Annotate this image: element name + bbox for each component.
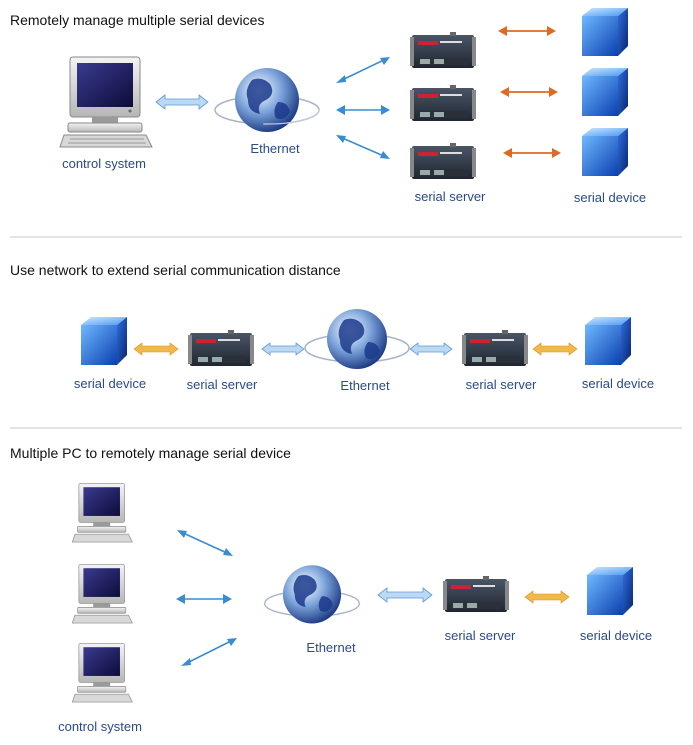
ethernet-label: Ethernet	[340, 378, 390, 393]
double-arrow-icon	[155, 94, 209, 110]
serial-server-left-label: serial server	[186, 377, 258, 392]
computer-icon	[71, 482, 133, 544]
globe-icon	[212, 62, 322, 152]
yellow-arrow-icon	[532, 342, 578, 356]
arrow-up-right-icon	[181, 636, 237, 668]
double-arrow-icon	[261, 342, 305, 356]
double-arrow-icon	[377, 587, 433, 603]
section-1-title: Remotely manage multiple serial devices	[10, 12, 265, 28]
serial-device-icon	[77, 315, 129, 367]
section-2-title: Use network to extend serial communicati…	[10, 262, 341, 278]
serial-device-left-label: serial device	[73, 376, 147, 391]
serial-server-icon	[462, 330, 528, 368]
ethernet-label: Ethernet	[306, 640, 356, 655]
serial-server-icon	[410, 85, 476, 123]
arrow-down-right-icon	[336, 133, 390, 161]
yellow-arrow-icon	[524, 590, 570, 604]
serial-device-icon	[578, 6, 630, 58]
serial-device-icon	[583, 565, 635, 617]
ethernet-label: Ethernet	[250, 141, 300, 156]
globe-icon	[262, 560, 362, 636]
yellow-arrow-icon	[133, 342, 179, 356]
serial-server-label: serial server	[444, 628, 516, 643]
arrow-right-icon	[176, 592, 232, 606]
serial-server-icon	[410, 143, 476, 181]
serial-device-label: serial device	[579, 628, 653, 643]
serial-device-icon	[578, 66, 630, 118]
orange-arrow-icon	[500, 86, 558, 98]
orange-arrow-icon	[503, 147, 561, 159]
serial-device-right-label: serial device	[581, 376, 655, 391]
serial-server-right-label: serial server	[465, 377, 537, 392]
double-arrow-icon	[409, 342, 453, 356]
arrow-right-icon	[336, 103, 390, 117]
computer-icon	[59, 55, 153, 150]
control-system-label: control system	[62, 156, 146, 171]
serial-server-icon	[188, 330, 254, 368]
computer-icon	[71, 642, 133, 704]
arrow-down-right-icon	[177, 528, 233, 558]
orange-arrow-icon	[498, 25, 556, 37]
serial-server-label: serial server	[414, 189, 486, 204]
serial-server-icon	[443, 576, 509, 614]
serial-server-icon	[410, 32, 476, 70]
arrow-up-right-icon	[336, 55, 390, 85]
section-divider	[10, 236, 682, 238]
section-3-title: Multiple PC to remotely manage serial de…	[10, 445, 291, 461]
control-system-label: control system	[58, 719, 142, 734]
section-divider	[10, 427, 682, 429]
globe-icon	[302, 306, 412, 378]
serial-device-label: serial device	[573, 190, 647, 205]
serial-device-icon	[578, 126, 630, 178]
computer-icon	[71, 563, 133, 625]
serial-device-icon	[581, 315, 633, 367]
